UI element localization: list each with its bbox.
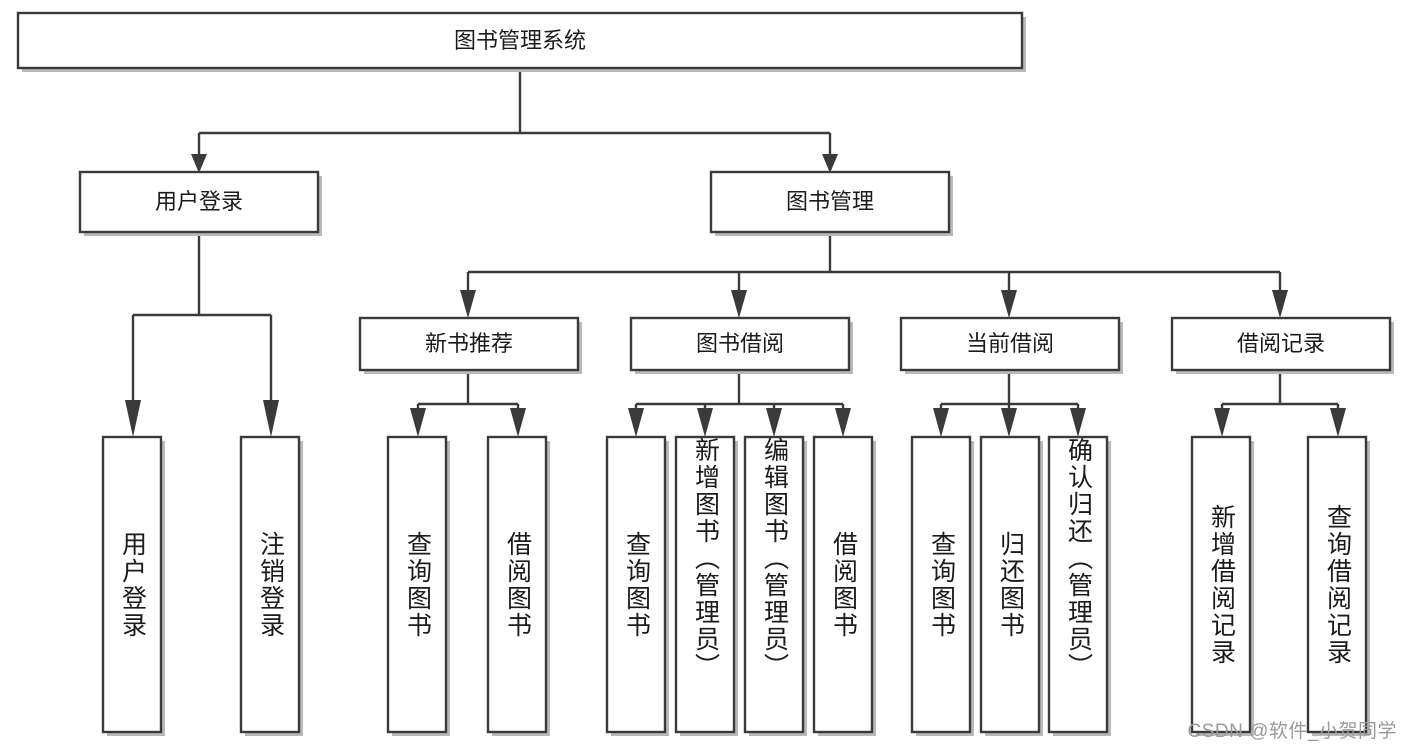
arrow-head-leaf-logout (263, 400, 279, 437)
node-book-management-box[interactable] (709, 170, 951, 234)
arrow-head-new-book (460, 290, 476, 318)
node-borrow-record[interactable]: 借阅记录 (1170, 316, 1394, 374)
leaf-bb-edit-book-box[interactable] (743, 435, 805, 734)
leaf-node-user-login[interactable] (101, 435, 165, 736)
leaf-node-bb-borrow-book[interactable] (812, 435, 876, 736)
node-book-management-label: 图书管理 (786, 189, 874, 214)
arrow-head-cb-leaf-3 (1070, 408, 1086, 437)
arrow-head-br-leaf-2 (1330, 408, 1346, 437)
node-book-borrow[interactable]: 图书借阅 (629, 316, 853, 374)
node-current-borrow[interactable]: 当前借阅 (899, 316, 1123, 374)
leaf-br-add-record-box[interactable] (1190, 435, 1252, 734)
arrow-head-book-manage (822, 154, 838, 173)
arrow-head-leaf-user-login (125, 400, 141, 437)
node-root[interactable]: 图书管理系统 (16, 11, 1026, 72)
node-root-box[interactable] (16, 11, 1024, 70)
leaf-node-bb-query-book[interactable] (605, 435, 669, 736)
arrow-head-bb-leaf-1 (628, 408, 644, 437)
leaf-bb-add-book-box[interactable] (674, 435, 736, 734)
arrow-head-nb-leaf-1 (410, 408, 426, 437)
node-borrow-record-label: 借阅记录 (1237, 331, 1325, 356)
leaf-logout-box[interactable] (239, 435, 301, 734)
arrow-head-user-login (191, 154, 207, 173)
leaf-node-br-query-record[interactable] (1306, 435, 1370, 736)
watermark-text: CSDN @软件_小贺同学 (1187, 721, 1397, 742)
leaf-br-query-record-box[interactable] (1306, 435, 1368, 734)
leaf-node-logout[interactable] (239, 435, 303, 736)
arrow-head-book-borrow (731, 290, 747, 318)
leaf-node-nb-query-book[interactable] (386, 435, 450, 736)
node-book-management[interactable]: 图书管理 (709, 170, 953, 236)
leaf-node-bb-edit-book[interactable] (743, 435, 807, 736)
leaf-node-cb-return-book[interactable] (979, 435, 1043, 736)
arrow-head-nb-leaf-2 (510, 408, 526, 437)
node-current-borrow-label: 当前借阅 (966, 331, 1054, 356)
node-new-book-recommend[interactable]: 新书推荐 (358, 316, 582, 374)
node-book-borrow-box[interactable] (629, 316, 851, 372)
leaf-bb-query-book-box[interactable] (605, 435, 667, 734)
leaf-node-cb-query-book[interactable] (910, 435, 974, 736)
arrow-head-current-borrow (1001, 290, 1017, 318)
arrow-head-cb-leaf-2 (1001, 408, 1017, 437)
leaf-nb-borrow-book-box[interactable] (486, 435, 548, 734)
node-new-book-recommend-box[interactable] (358, 316, 580, 372)
node-root-label: 图书管理系统 (454, 28, 586, 53)
node-user-login[interactable]: 用户登录 (78, 170, 322, 236)
arrow-head-bb-leaf-3 (766, 408, 782, 437)
leaf-bb-borrow-book-box[interactable] (812, 435, 874, 734)
node-current-borrow-box[interactable] (899, 316, 1121, 372)
leaf-node-nb-borrow-book[interactable] (486, 435, 550, 736)
node-layer: 图书管理系统 用户登录 图书管理 新书推荐 (16, 11, 1394, 736)
leaf-cb-return-book-box[interactable] (979, 435, 1041, 734)
arrow-head-borrow-record (1272, 290, 1288, 318)
arrow-head-bb-leaf-2 (697, 408, 713, 437)
arrow-head-cb-leaf-1 (933, 408, 949, 437)
arrow-head-bb-leaf-4 (835, 408, 851, 437)
leaf-node-cb-confirm-return[interactable] (1047, 435, 1111, 736)
node-user-login-label: 用户登录 (155, 189, 243, 214)
leaf-user-login-box[interactable] (101, 435, 163, 734)
node-new-book-recommend-label: 新书推荐 (425, 331, 513, 356)
leaf-cb-confirm-return-box[interactable] (1047, 435, 1109, 734)
leaf-node-br-add-record[interactable] (1190, 435, 1254, 736)
node-user-login-box[interactable] (78, 170, 320, 234)
leaf-cb-query-book-box[interactable] (910, 435, 972, 734)
leaf-nb-query-book-box[interactable] (386, 435, 448, 734)
node-borrow-record-box[interactable] (1170, 316, 1392, 372)
leaf-node-bb-add-book[interactable] (674, 435, 738, 736)
arrow-head-br-leaf-1 (1214, 408, 1230, 437)
connector-layer (125, 68, 1346, 437)
node-book-borrow-label: 图书借阅 (696, 331, 784, 356)
